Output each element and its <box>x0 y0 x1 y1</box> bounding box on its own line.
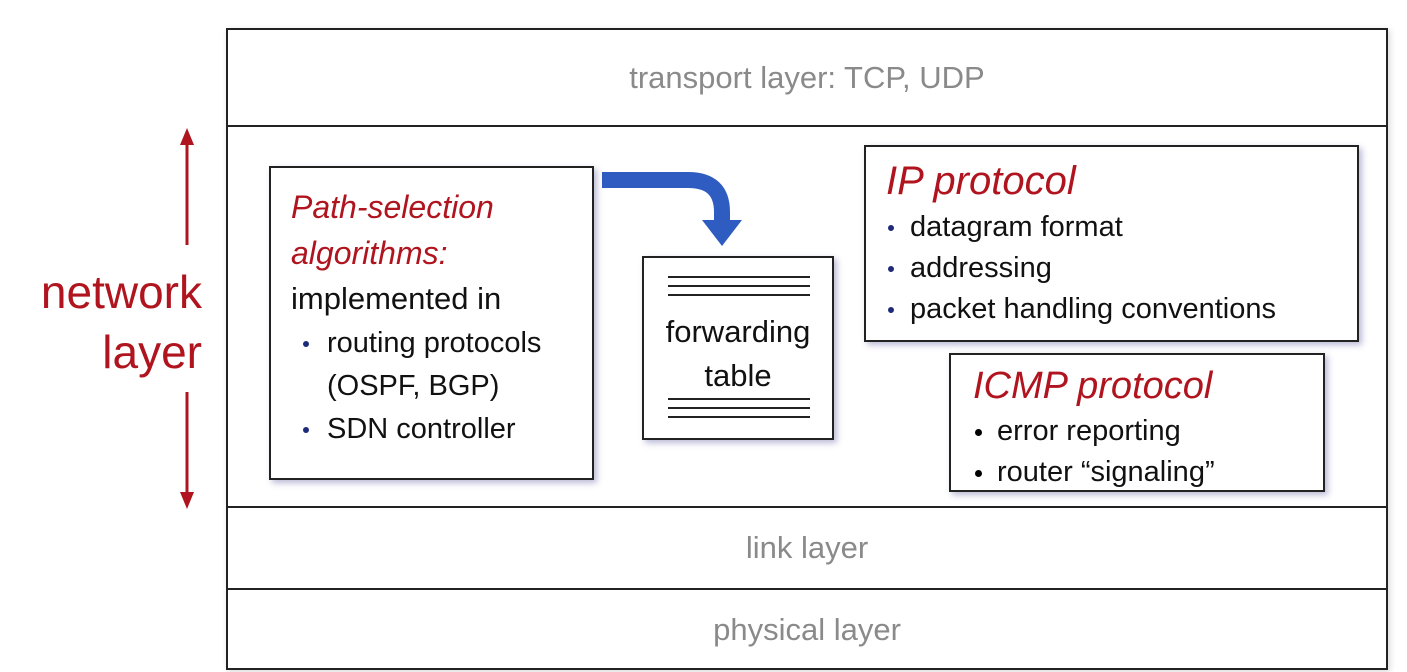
list-item: SDN controller <box>291 408 592 451</box>
path-selection-title-line1: Path-selection <box>291 189 494 225</box>
curved-arrow-icon <box>602 172 742 246</box>
transport-layer: transport layer: TCP, UDP <box>228 30 1386 127</box>
network-layer-label-line2: layer <box>102 326 202 378</box>
forwarding-table-label-line2: table <box>704 358 772 393</box>
forwarding-table-box: forwarding table <box>642 256 834 440</box>
ip-protocol-title: IP protocol <box>886 159 1076 203</box>
list-item: routing protocols <box>291 322 592 365</box>
protocol-stack: transport layer: TCP, UDP link layer phy… <box>226 28 1388 670</box>
icmp-protocol-title: ICMP protocol <box>973 365 1213 407</box>
path-selection-box: Path-selection algorithms: implemented i… <box>269 166 594 480</box>
list-item: packet handling conventions <box>886 289 1357 330</box>
list-item: datagram format <box>886 207 1357 248</box>
forwarding-table-label-line1: forwarding <box>665 314 811 349</box>
link-layer-label: link layer <box>745 530 869 565</box>
vertical-double-arrow-icon <box>180 128 194 509</box>
network-layer-band <box>228 127 1386 508</box>
table-lines-bottom <box>668 398 810 425</box>
list-item: addressing <box>886 248 1357 289</box>
network-layer-label: network layer <box>2 262 202 382</box>
path-selection-title-line2: algorithms: <box>291 235 448 271</box>
path-selection-subtitle: implemented in <box>291 281 502 316</box>
transport-layer-label: transport layer: TCP, UDP <box>629 59 985 95</box>
list-item: (OSPF, BGP) <box>327 370 500 402</box>
ip-protocol-box: IP protocol datagram format addressing p… <box>864 145 1359 342</box>
icmp-protocol-box: ICMP protocol error reporting router “si… <box>949 353 1325 492</box>
physical-layer: physical layer <box>228 590 1386 670</box>
table-lines-top <box>668 276 810 303</box>
network-layer-label-line1: network <box>40 266 202 318</box>
physical-layer-label: physical layer <box>713 612 901 647</box>
list-item: error reporting <box>973 411 1323 452</box>
forwarding-table-label: forwarding table <box>644 310 832 398</box>
link-layer: link layer <box>228 508 1386 590</box>
list-item: router “signaling” <box>973 452 1323 493</box>
